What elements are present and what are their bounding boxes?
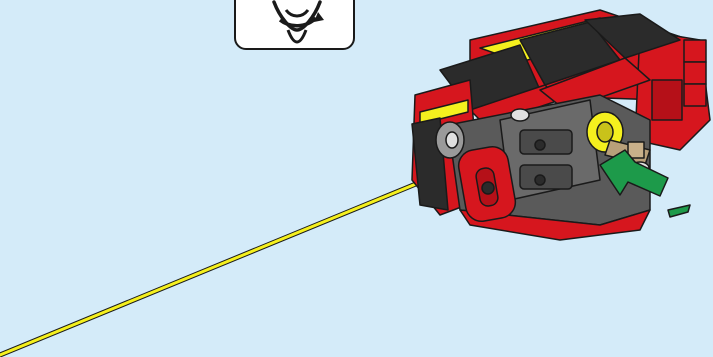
lego-model <box>412 10 710 240</box>
